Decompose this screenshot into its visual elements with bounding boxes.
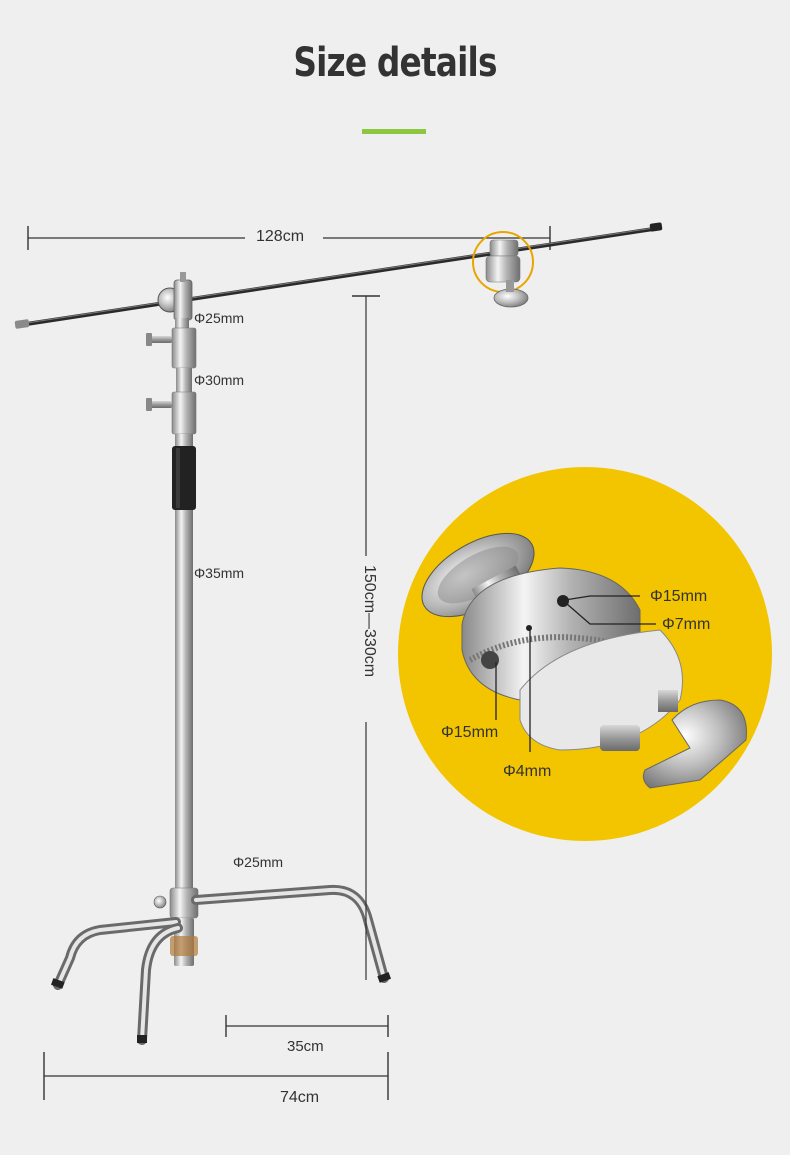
head-hole-small-label: Φ7mm [662,616,711,633]
stand-legs [50,884,392,1045]
extension-arm [14,222,663,329]
main-tube-diameter-label: Φ35mm [194,565,245,581]
height-range-label: 150cm—330cm [361,565,378,678]
upper-tube-diameter-label: Φ30mm [194,372,245,388]
leg-span-dimension [225,1015,389,1037]
stand-column [146,318,199,966]
title-accent-bar [362,129,426,134]
leg-tube-diameter-label: Φ25mm [233,854,284,870]
detail-leader-lines [495,595,656,752]
page-title: Size details [293,40,497,86]
arm-length-label: 128cm [253,228,308,246]
arm-length-dimension [27,226,551,250]
head-highlight [472,231,534,308]
grip-head [157,272,193,321]
base-width-dimension [43,1052,389,1100]
leg-span-label: 35cm [287,1038,324,1055]
base-width-label: 74cm [280,1089,320,1106]
head-pin-label: Φ4mm [503,763,552,780]
grip-head-closeup [421,532,747,789]
head-hole-top-label: Φ15mm [650,588,708,605]
height-dimension [352,295,380,980]
top-tube-diameter-label: Φ25mm [194,310,245,326]
head-hole-side-label: Φ15mm [441,724,499,741]
